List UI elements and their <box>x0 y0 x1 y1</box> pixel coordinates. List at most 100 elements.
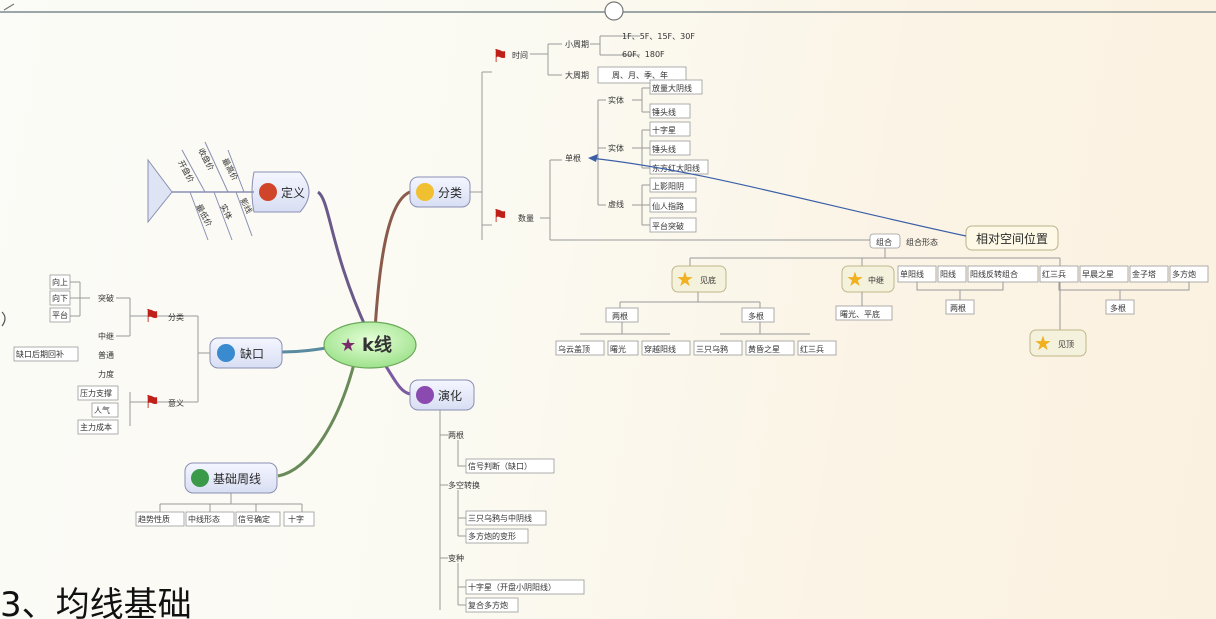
svg-text:时间: 时间 <box>512 50 528 60</box>
branch-time: ⚑ 时间 小周期 1F、5F、15F、30F 60F、180F 大周期 周、月、… <box>492 32 695 84</box>
relation-arrow <box>589 157 967 237</box>
svg-text:组合: 组合 <box>876 237 892 247</box>
topic-classification[interactable]: 分类 <box>409 176 471 208</box>
center-node[interactable] <box>323 321 417 369</box>
branch-quantity: ⚑ 数量 单根 实体 放量大阴线 锤头线 实体 十字星 锤头线 东方红大阳线 虚… <box>492 79 709 240</box>
svg-text:分类: 分类 <box>168 312 184 322</box>
svg-text:缺口后期回补: 缺口后期回补 <box>16 349 64 359</box>
svg-text:曙光: 曙光 <box>610 344 626 354</box>
svg-text:向上: 向上 <box>52 277 68 287</box>
topic-basic-ma[interactable]: 基础周线 <box>184 462 278 494</box>
svg-text:相对空间位置: 相对空间位置 <box>976 231 1048 246</box>
svg-text:红三兵: 红三兵 <box>1042 269 1066 279</box>
svg-text:阳线: 阳线 <box>940 269 956 279</box>
svg-text:两根: 两根 <box>612 311 628 321</box>
svg-text:金子塔: 金子塔 <box>1132 269 1156 279</box>
svg-text:中继: 中继 <box>868 275 884 285</box>
svg-text:信号判断（缺口）: 信号判断（缺口） <box>468 461 532 471</box>
fishbone-head <box>147 158 173 224</box>
topic-gap-label: 缺口 <box>240 346 264 361</box>
topic-gap[interactable]: 缺口 <box>209 337 283 369</box>
resize-handle-left[interactable] <box>1 311 6 327</box>
topic-number-icon <box>259 183 277 201</box>
combo-bottom[interactable]: ★ 见底 <box>671 265 727 293</box>
svg-text:变种: 变种 <box>448 553 464 563</box>
svg-text:多方炮: 多方炮 <box>1172 269 1196 279</box>
resize-handle-top[interactable] <box>604 1 624 21</box>
topic-evolution[interactable]: 演化 <box>409 379 475 411</box>
svg-text:普通: 普通 <box>98 350 114 360</box>
relative-position-note[interactable] <box>965 225 1059 251</box>
svg-text:两根: 两根 <box>448 430 464 440</box>
topic-number-icon <box>416 183 434 201</box>
svg-text:实体: 实体 <box>608 95 624 105</box>
svg-text:三只乌鸦: 三只乌鸦 <box>696 344 728 354</box>
topic-number-icon <box>416 386 434 404</box>
relation-arrow-head <box>588 154 598 162</box>
flag-icon: ⚑ <box>492 46 508 67</box>
svg-text:复合多方炮: 复合多方炮 <box>468 600 508 610</box>
topic-definition[interactable]: 定义 <box>251 171 310 213</box>
combo-top[interactable]: ★ 见顶 <box>1029 329 1087 357</box>
center-star-icon: ★ <box>340 335 356 356</box>
svg-text:见底: 见底 <box>700 275 716 285</box>
svg-text:十字: 十字 <box>288 514 304 524</box>
svg-text:主力成本: 主力成本 <box>80 422 112 432</box>
svg-text:突破: 突破 <box>98 293 114 303</box>
svg-text:三只乌鸦与中阴线: 三只乌鸦与中阴线 <box>468 513 532 523</box>
topic-definition-label: 定义 <box>281 185 305 200</box>
svg-text:1F、5F、15F、30F: 1F、5F、15F、30F <box>622 32 695 41</box>
svg-text:多根: 多根 <box>748 311 764 321</box>
svg-text:早晨之星: 早晨之星 <box>1082 269 1114 279</box>
combo-middle-row: 单阳线 阳线 阳线反转组合 红三兵 早晨之星 金子塔 多方炮 两根 多根 <box>897 265 1209 330</box>
topic-number-icon <box>191 469 209 487</box>
flag-icon: ⚑ <box>492 206 508 227</box>
topic-basic-ma-label: 基础周线 <box>213 472 261 486</box>
svg-text:单根: 单根 <box>565 153 581 163</box>
svg-text:数量: 数量 <box>518 213 534 223</box>
definition-fishbone: 开盘价 收盘价 最高价 最低价 实体 影线 <box>147 141 255 241</box>
flag-icon: ⚑ <box>144 392 160 413</box>
svg-text:大周期: 大周期 <box>565 70 589 80</box>
svg-text:穿越阳线: 穿越阳线 <box>644 344 676 354</box>
svg-text:实体: 实体 <box>608 143 624 153</box>
svg-text:黄昏之星: 黄昏之星 <box>748 344 780 354</box>
section-heading: 3、均线基础 <box>0 585 192 619</box>
svg-text:中继: 中继 <box>98 331 114 341</box>
star-icon: ★ <box>846 267 864 291</box>
svg-text:曙光、平底: 曙光、平底 <box>840 309 880 319</box>
svg-text:虚线: 虚线 <box>608 199 624 209</box>
star-icon: ★ <box>1034 331 1052 355</box>
svg-text:十字星: 十字星 <box>652 125 676 135</box>
flag-icon: ⚑ <box>144 306 160 327</box>
basic-ma-children: 趋势性质 中线形态 信号确定 十字 <box>135 511 315 527</box>
frame-corner <box>3 3 15 11</box>
topic-classification-label: 分类 <box>438 186 462 200</box>
svg-text:两根: 两根 <box>950 303 966 313</box>
svg-text:十字星（开盘小阴阳线）: 十字星（开盘小阴阳线） <box>468 582 556 592</box>
topic-evolution-label: 演化 <box>438 388 462 403</box>
topic-number-icon <box>217 344 235 362</box>
svg-text:小周期: 小周期 <box>565 40 589 49</box>
gap-class: ⚑ 分类 突破 向上 向下 平台 中继 普通 力度 缺口后期回补 <box>13 274 184 379</box>
svg-text:向下: 向下 <box>52 293 68 303</box>
svg-text:中线形态: 中线形态 <box>188 514 220 524</box>
svg-text:人气: 人气 <box>94 405 110 415</box>
branch-basic-ma <box>277 359 357 478</box>
svg-text:多空转换: 多空转换 <box>448 480 480 490</box>
svg-text:锤头线: 锤头线 <box>652 107 676 117</box>
svg-text:乌云盖顶: 乌云盖顶 <box>558 344 590 354</box>
spoke-low: 最低价 <box>194 202 214 228</box>
svg-text:平台突破: 平台突破 <box>652 221 684 231</box>
svg-text:趋势性质: 趋势性质 <box>138 514 170 524</box>
svg-text:见顶: 见顶 <box>1058 340 1074 349</box>
svg-text:压力支撑: 压力支撑 <box>80 388 112 398</box>
svg-text:锤头线: 锤头线 <box>652 144 676 154</box>
spoke-body: 实体 <box>218 202 234 221</box>
svg-text:多方炮的变形: 多方炮的变形 <box>468 531 516 541</box>
svg-text:意义: 意义 <box>168 398 184 408</box>
combo-middle[interactable]: ★ 中继 <box>841 265 895 293</box>
relation-label: 组合形态 <box>906 237 938 247</box>
